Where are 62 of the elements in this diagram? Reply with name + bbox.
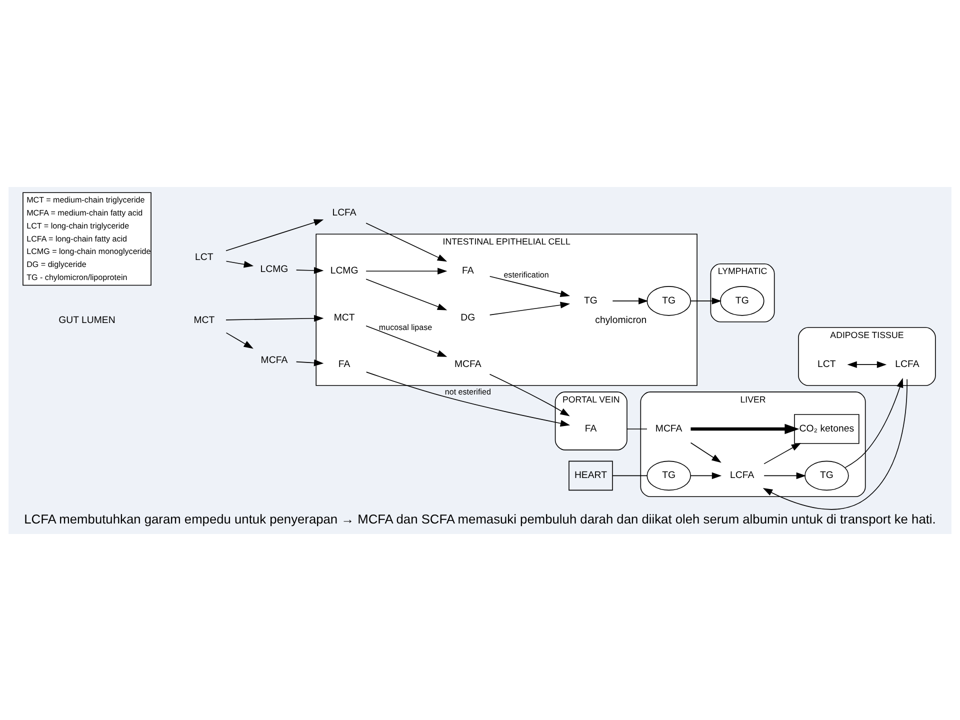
- edge-label: mucosal lipase: [378, 322, 432, 332]
- arrow: [366, 325, 448, 356]
- node-ellipse: TG: [804, 460, 849, 490]
- node-text: TG: [584, 294, 598, 306]
- node-text: MCFA: [655, 423, 682, 434]
- node-text: LCFA: [895, 358, 920, 370]
- arrow: [226, 332, 254, 348]
- arrow: [366, 371, 570, 426]
- legend-label: MCT = medium-chain triglyceride: [26, 195, 145, 204]
- node-text: LCFA: [730, 470, 754, 481]
- node-text: FA: [584, 423, 597, 434]
- edge-label: not esterified: [444, 386, 491, 396]
- node-text: MCFA: [260, 354, 288, 366]
- connector: [626, 428, 648, 429]
- node-text: FA: [462, 265, 474, 276]
- arrow: [764, 472, 806, 479]
- arrow: [690, 297, 722, 304]
- node-text: LCFA: [332, 207, 356, 218]
- node-label: chylomicron: [595, 314, 647, 326]
- node-ellipse: TG: [720, 286, 764, 316]
- node-text: LCT: [195, 251, 214, 262]
- arrow: [762, 378, 908, 510]
- arrow: [296, 266, 324, 274]
- node-text: LCMG: [330, 265, 358, 276]
- node-text: MCT: [334, 312, 355, 323]
- node-text: LCMG: [260, 264, 288, 275]
- arrow: [690, 423, 800, 434]
- legend-label: LCT = long-chain triglyceride: [26, 220, 130, 230]
- arrow: [226, 218, 324, 251]
- arrow: [226, 314, 324, 322]
- arrow: [844, 377, 904, 468]
- edge-label: esterification: [504, 270, 549, 280]
- arrow: [366, 278, 448, 310]
- arrow: [847, 360, 887, 368]
- node-ellipse: TG: [646, 286, 691, 316]
- node-text: MCT: [194, 314, 215, 326]
- node-text: DG: [460, 312, 476, 323]
- caption: LCFA membutuhkan garam empedu untuk penyerapan → MCFA dan SCFA memasuki pembuluh darah dan diikat oleh serum albumin untuk di transport ke hati.: [24, 510, 936, 526]
- node-text: MCFA: [454, 358, 482, 370]
- arrow: [226, 260, 254, 268]
- arrow: [489, 301, 570, 315]
- legend-label: DG = diglyceride: [26, 260, 86, 269]
- arrow: [296, 358, 324, 366]
- legend-label: TG - chylomicron/lipoprotein: [26, 272, 128, 282]
- node-box: HEART: [568, 460, 613, 490]
- legend-label: MCFA = medium-chain fatty acid: [26, 208, 143, 218]
- node-text: LCT: [818, 358, 836, 370]
- arrow: [612, 297, 648, 304]
- node-box: CO₂ ketones: [794, 414, 860, 444]
- arrow: [366, 267, 448, 274]
- label: GUT LUMEN: [58, 314, 116, 326]
- connector: [612, 474, 648, 476]
- node-ellipse: TG: [646, 460, 691, 490]
- arrow: [489, 373, 570, 416]
- arrow: [690, 442, 722, 462]
- arrow: [690, 472, 722, 479]
- legend-label: LCMG = long-chain monoglyceride: [26, 246, 151, 256]
- legend-label: LCFA = long-chain fatty acid: [26, 234, 128, 243]
- arrow: [366, 222, 448, 262]
- arrow: [764, 442, 802, 464]
- node-text: FA: [338, 358, 350, 370]
- arrow: [489, 275, 570, 297]
